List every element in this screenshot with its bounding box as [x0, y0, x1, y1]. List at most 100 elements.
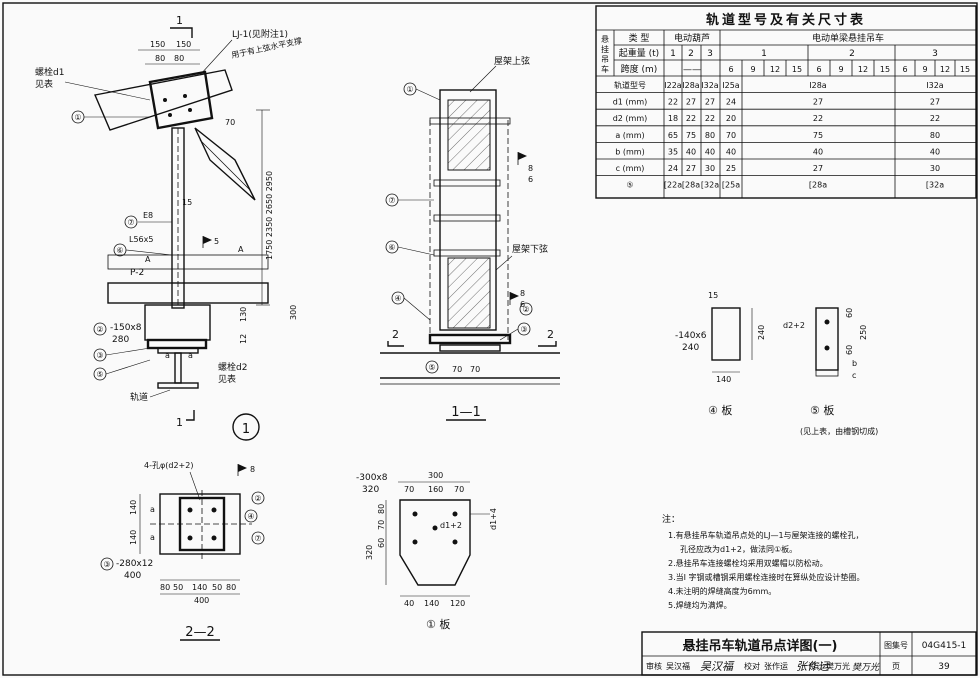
weld-5: 5	[214, 237, 219, 246]
table-cell: 27	[813, 164, 823, 173]
callout-6: ⑥	[116, 246, 123, 255]
table-cell: 22	[705, 114, 715, 123]
designer-signature: 樊万光	[852, 662, 880, 673]
note-1b: 孔径应改为d1+2，做法同①板。	[680, 544, 797, 554]
bolt-d2-see: 见表	[218, 373, 236, 385]
p1-top-300: 300	[428, 471, 443, 480]
table-row-label: d1 (mm)	[613, 98, 648, 107]
p5-dim-60b: 60	[845, 345, 854, 355]
atlas-no: 04G415-1	[922, 641, 967, 651]
s22-holes: 4-孔φ(d2+2)	[144, 461, 193, 470]
d1-dim-12: 12	[239, 334, 248, 344]
check-label: 校对	[744, 661, 760, 671]
span-cell: 12	[858, 65, 868, 74]
table-cell: 22	[813, 114, 823, 123]
table-cell: 30	[930, 164, 940, 173]
lj-label: LJ-1(见附注1)	[232, 28, 288, 40]
s22-a2: a	[150, 533, 155, 542]
table-cell: 70	[726, 131, 736, 140]
table-cell: 22	[668, 98, 678, 107]
s22-a1: a	[150, 505, 155, 514]
designer: 樊万光	[826, 661, 850, 671]
d1-dim-80a: 80	[155, 54, 165, 63]
plate-1: -300x8 320 300 70 160 70 80 70 60 320 d1…	[356, 471, 498, 631]
table-cell: 25	[726, 164, 736, 173]
table-cell: 24	[668, 164, 678, 173]
cap-crane-3: 3	[932, 49, 938, 59]
l-angle-label: L56x5	[129, 235, 153, 244]
section-1-1-title: 1—1	[451, 405, 481, 420]
p4-dim-140: 140	[716, 375, 731, 384]
p4-plate-len: 240	[682, 343, 699, 353]
section-2-2: 4-孔φ(d2+2) 8 140 140 a a ② ④ ⑦ ③ -280x12…	[100, 461, 265, 641]
a-mark-1: a	[165, 351, 170, 360]
span-cell: 15	[880, 65, 890, 74]
table-row-label: ⑤	[626, 181, 633, 190]
s22-bd-50b: 50	[212, 583, 222, 592]
dimension-table: 轨道型号及有关尺寸表 悬挂吊车 类 型 电动葫芦	[595, 5, 977, 199]
span-cell: 6	[728, 65, 733, 74]
table-cell: I32a	[926, 81, 944, 90]
detail-1: 1 150 150 80 80 LJ-1(见附注1) 用于有上弦水平支撑 螺栓d…	[35, 14, 303, 441]
plate-1-title: ① 板	[426, 617, 450, 631]
table-cell: 65	[668, 131, 678, 140]
table-cell: 40	[705, 147, 715, 156]
bolt-d2-label: 螺栓d2	[218, 361, 247, 373]
p5-dim-250: 250	[859, 325, 868, 340]
d1-dim-80b: 80	[174, 54, 184, 63]
table-cell: 18	[668, 114, 678, 123]
bolt-d1-label: 螺栓d1	[35, 66, 64, 78]
p1-top-70a: 70	[404, 485, 414, 494]
cap-hoist-2: 2	[688, 49, 694, 59]
p1-top-160: 160	[428, 485, 443, 494]
table-cell: 24	[726, 98, 736, 107]
table-type-label: 类 型	[629, 32, 650, 44]
reviewer: 吴汉福	[666, 662, 690, 671]
span-cell: 9	[922, 65, 927, 74]
callout-1: ①	[74, 113, 81, 122]
table-capacity-label: 起重量 (t)	[619, 47, 659, 59]
note-5: 5.焊缝均为满焊。	[668, 600, 732, 610]
span-cell: 15	[792, 65, 802, 74]
s22-bd-50a: 50	[173, 583, 183, 592]
table-cell: [32a	[701, 181, 719, 190]
s22-dim-140b: 140	[129, 530, 138, 545]
table-cell: 80	[705, 131, 715, 140]
span-cell: 15	[960, 65, 970, 74]
cap-crane-1: 1	[761, 49, 767, 59]
plate-5-subtitle: (见上表，由槽钢切成)	[800, 426, 878, 436]
design-label: 设计	[808, 661, 824, 671]
plate-4: 15 -140x6 240 240 140 ④ 板	[675, 291, 766, 417]
title-block: 悬挂吊车轨道吊点详图(一) 图集号 04G415-1 页 39 审核 吴汉福 吴…	[641, 631, 977, 676]
d1-dim-15: 15	[182, 198, 192, 207]
p1-bd-120: 120	[450, 599, 465, 608]
table-cell: [28a	[809, 181, 827, 190]
e8-label: E8	[143, 211, 153, 220]
table-cell: 35	[668, 147, 678, 156]
p1-left-320: 320	[365, 545, 374, 560]
review-label: 审核	[646, 661, 662, 671]
table-row-label: c (mm)	[616, 164, 645, 173]
notes-title: 注：	[662, 513, 680, 525]
table-cell: 27	[705, 98, 715, 107]
section-2-2-title: 2—2	[185, 625, 215, 640]
table-cell: 27	[686, 98, 696, 107]
s2-mark-right: 2	[547, 328, 554, 341]
s22-bd-140: 140	[192, 583, 207, 592]
s11-callout-1: ①	[406, 85, 413, 94]
s11-dim-70a: 70	[452, 365, 462, 374]
table-cell: 40	[686, 147, 696, 156]
p5-hole: d2+2	[783, 321, 805, 330]
reviewer-signature: 吴汉福	[700, 660, 735, 673]
table-cell: 75	[813, 131, 823, 140]
table-row-label: b (mm)	[615, 147, 644, 156]
detail-1-circle-label: 1	[242, 422, 250, 437]
atlas-label: 图集号	[884, 640, 908, 650]
p1-hole-2: d1+4	[489, 508, 498, 530]
s22-plate: -280x12	[116, 559, 153, 569]
p4-dim-240: 240	[757, 325, 766, 340]
table-cell: [25a	[722, 181, 740, 190]
